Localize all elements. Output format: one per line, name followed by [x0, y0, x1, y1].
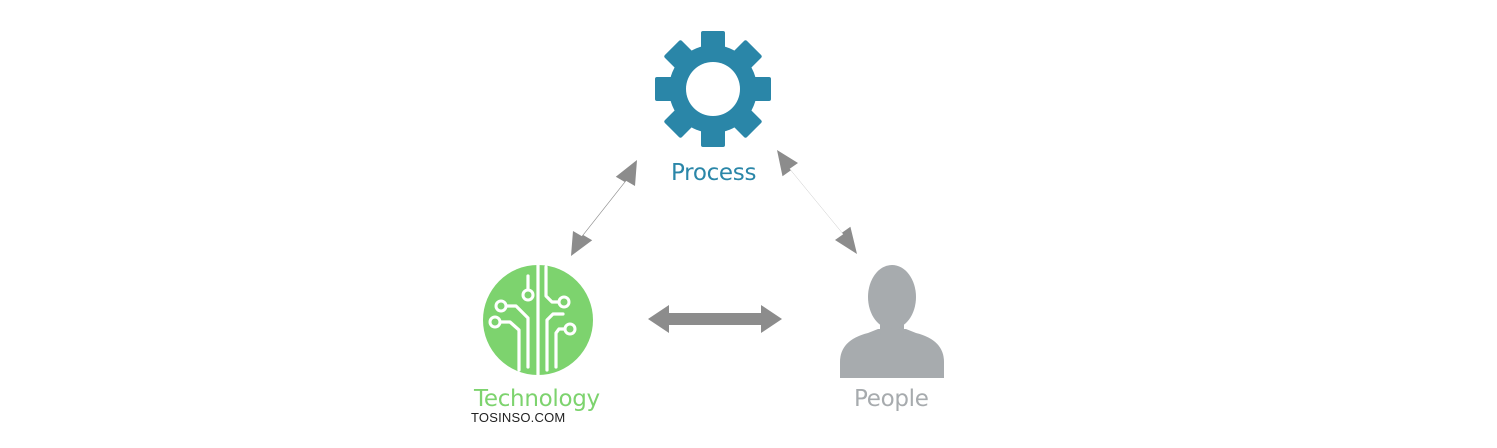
watermark-text: TOSINSO.COM	[471, 410, 566, 425]
technology-label: Technology	[474, 386, 600, 412]
connector-arrows	[571, 150, 857, 333]
gear-icon	[655, 31, 771, 147]
person-icon	[840, 265, 944, 378]
circuit-icon	[483, 263, 593, 377]
arrow-process-people	[777, 150, 857, 254]
process-label: Process	[671, 160, 757, 186]
arrow-technology-people	[648, 305, 782, 333]
people-label: People	[854, 386, 929, 412]
arrow-process-technology	[571, 160, 637, 256]
